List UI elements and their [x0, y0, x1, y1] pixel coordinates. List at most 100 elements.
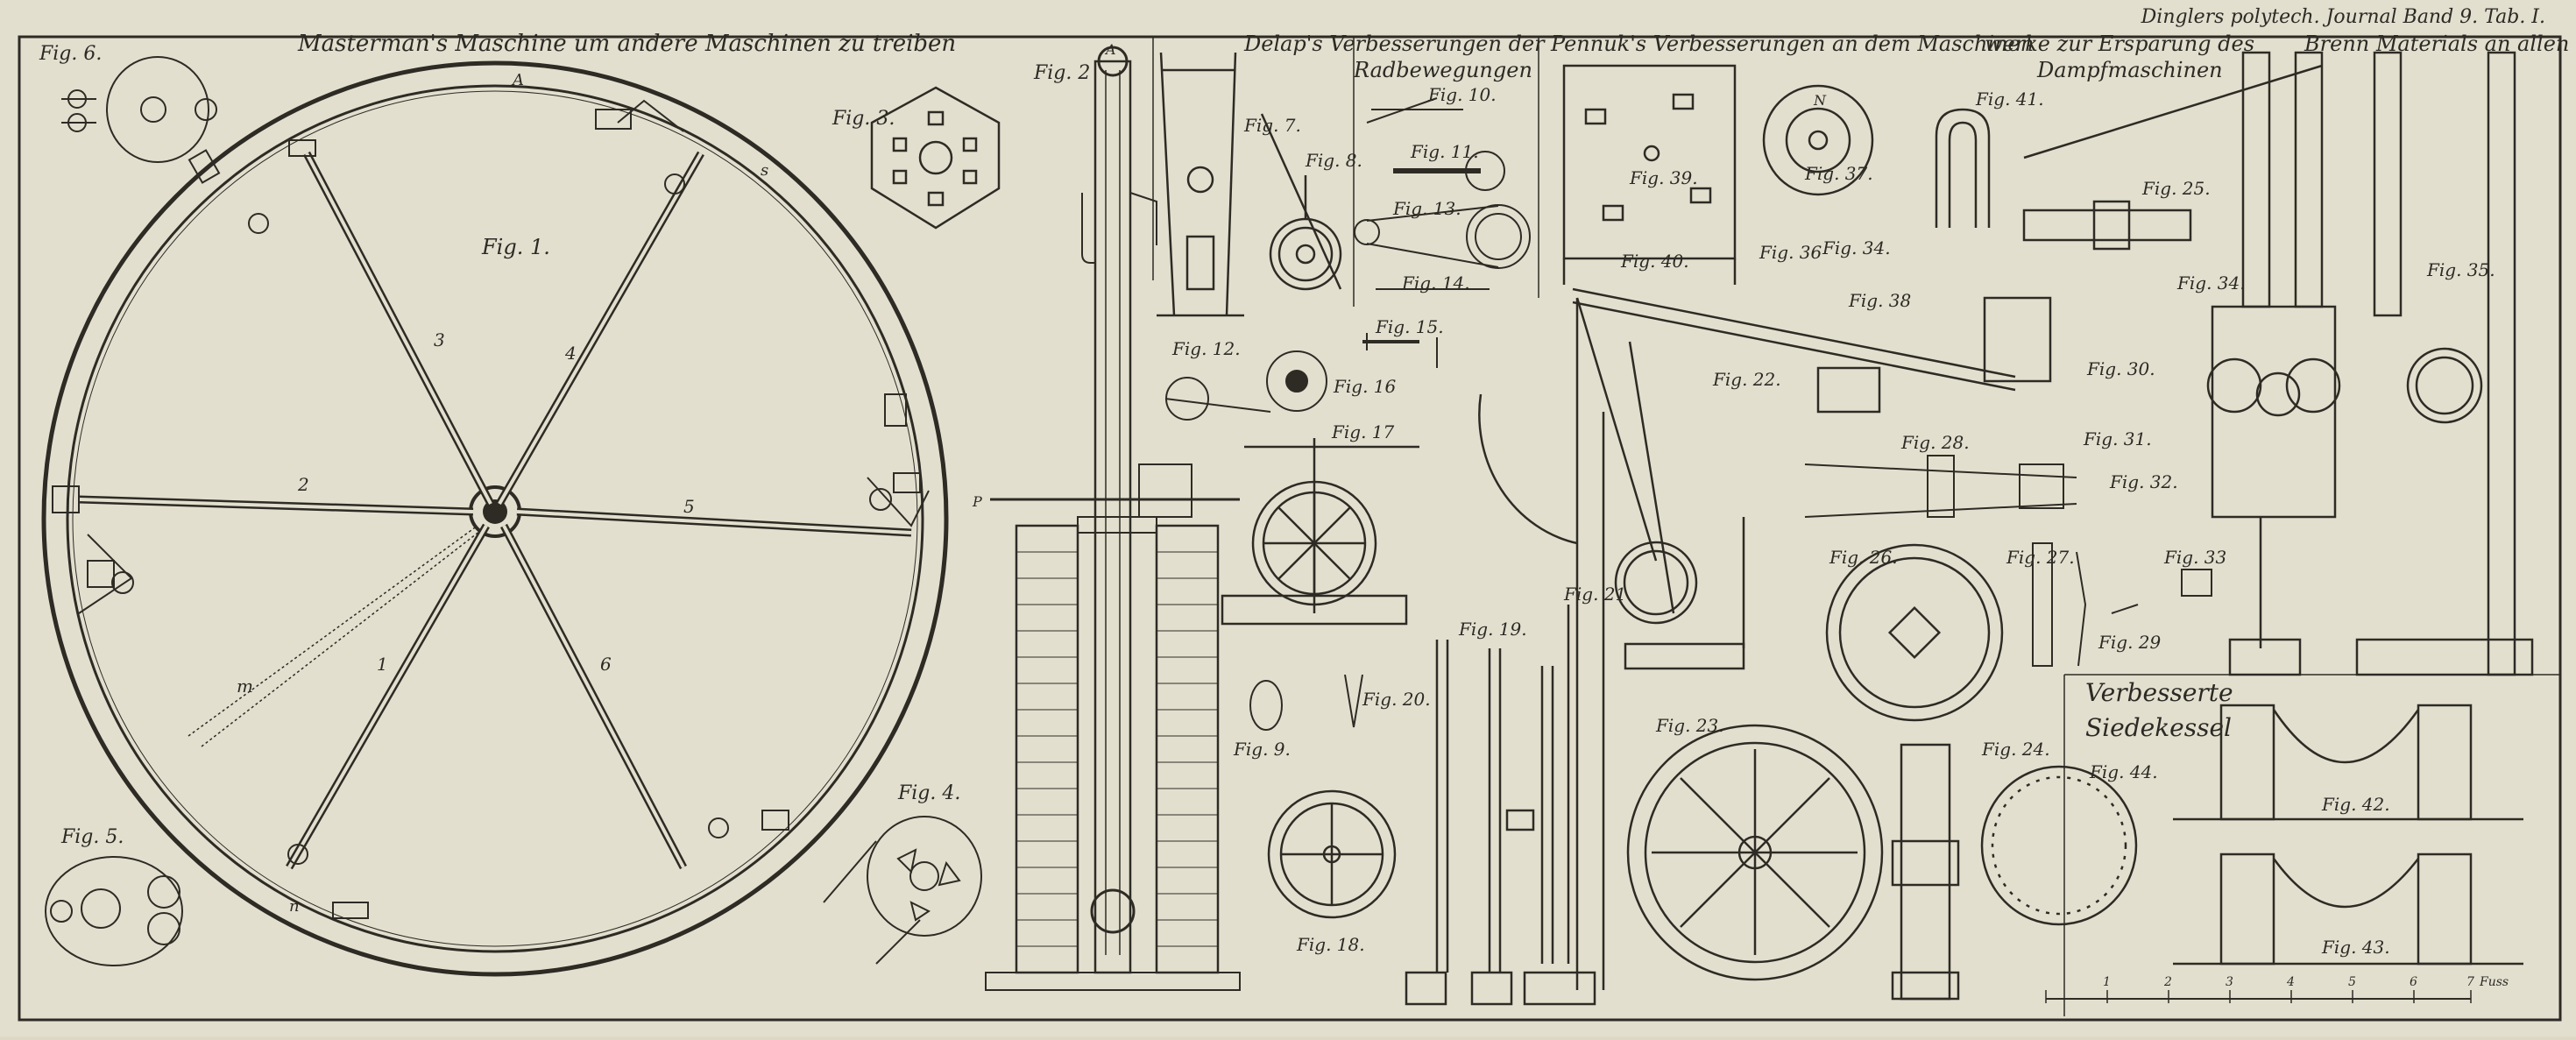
fig42-boiler-section	[2173, 704, 2523, 821]
fig35-column	[2355, 51, 2534, 676]
letter-label: n	[289, 897, 300, 916]
fig23-spoked-wheel	[1626, 724, 1884, 981]
fig20-label: Fig. 20.	[1362, 689, 1431, 710]
fig24-column	[1891, 743, 1960, 1001]
fig2-label: Fig. 2	[1033, 62, 1090, 84]
title-delap-2: Radbewegungen	[1353, 58, 1532, 82]
fig6-drum-assembly	[61, 56, 217, 163]
letter-label: m	[237, 676, 253, 697]
title-pennuk-2: werke zur Ersparung des	[1985, 32, 2254, 56]
fig4-cam-wheel	[823, 816, 982, 965]
fig44-label: Fig. 44.	[2089, 761, 2158, 782]
spoke-label: 3	[434, 329, 445, 350]
fig17-label: Fig. 17	[1331, 421, 1395, 442]
fig3-hexagonal-cam	[870, 86, 1001, 230]
journal-header: Dinglers polytech. Journal Band 9. Tab. …	[2141, 6, 2545, 28]
fig25-label: Fig. 25.	[2141, 178, 2211, 199]
title-pennuk-1: Pennuk's Verbesserungen an dem Maschinen	[1550, 32, 2034, 56]
fig39-furnace-door	[1562, 64, 1737, 285]
title-delap-1: Delap's Verbesserungen der	[1243, 32, 1546, 56]
fig18-flywheel	[1267, 789, 1397, 919]
fig18-label: Fig. 18.	[1296, 934, 1365, 955]
fig43-boiler-section	[2173, 853, 2523, 966]
fig34-label: Fig. 34.	[2176, 272, 2246, 294]
fig19-label: Fig. 19.	[1458, 619, 1527, 640]
fig34-gear-frame	[2206, 51, 2341, 676]
fig43-label: Fig. 43.	[2321, 937, 2390, 958]
spoke-label: 6	[600, 654, 612, 675]
title-pennuk-4: Dampfmaschinen	[2036, 58, 2223, 82]
fig25-shaft	[2022, 64, 2323, 251]
fig39-label: Fig. 39.	[1629, 167, 1698, 188]
scale-tick: 7	[2466, 975, 2474, 989]
fig10-fig13-parts	[1354, 97, 1531, 368]
scale-tick: 1	[2103, 975, 2111, 989]
fig41-u-bend	[1935, 108, 1991, 228]
fig22-beam-engine	[1478, 287, 2052, 990]
fig35-label: Fig. 35.	[2426, 259, 2495, 280]
fig29-label: Fig. 29	[2098, 632, 2162, 653]
spoke-label: 5	[683, 496, 695, 517]
fig24-label: Fig. 24.	[1981, 739, 2050, 760]
fig44-boiler-plan	[1980, 765, 2138, 926]
fig23-label: Fig. 23.	[1655, 715, 1724, 736]
title-masterman: Masterman's Maschine um andere Maschinen…	[297, 31, 956, 57]
fig30-label: Fig. 30.	[2086, 358, 2155, 379]
scale-tick: 6	[2410, 975, 2417, 989]
fig27-label: Fig. 27.	[2006, 547, 2075, 568]
fig33-label: Fig. 33	[2163, 547, 2226, 568]
scale-tick: 2	[2163, 975, 2172, 989]
letter-label: s	[761, 161, 768, 180]
fig34-label-small: Fig. 34.	[1822, 237, 1891, 258]
fig31-label: Fig. 31.	[2083, 428, 2152, 449]
fig9-fig20-fittings	[1249, 674, 1363, 731]
scale-tick: 5	[2348, 975, 2356, 989]
fig7-label: Fig. 7.	[1243, 115, 1301, 136]
fig5-gear-train	[45, 856, 183, 966]
fig2-brick-tower	[985, 46, 1241, 991]
fig17-wheel-frame	[1221, 438, 1419, 626]
spoke-label: 2	[297, 474, 309, 495]
fig22-label: Fig. 22.	[1712, 369, 1781, 390]
fig14-label: Fig. 14.	[1401, 272, 1470, 294]
fig1-great-wheel: Fig. 1. 3 4 2 5 1 6 A m n s	[41, 60, 949, 977]
fig8-label: Fig. 8.	[1305, 150, 1362, 171]
scale-tick: 3	[2226, 975, 2233, 989]
fig6-label: Fig. 6.	[39, 43, 102, 65]
fig5-label: Fig. 5.	[60, 826, 124, 848]
fig4-label: Fig. 4.	[897, 782, 960, 804]
letter-label: A	[511, 71, 524, 89]
fig10-label: Fig. 10.	[1427, 84, 1497, 105]
fig36-label: Fig. 36	[1759, 242, 1822, 263]
scale-unit: Fuss	[2479, 975, 2509, 989]
fig3-label: Fig. 3.	[832, 108, 895, 130]
fig13-label: Fig. 13.	[1392, 198, 1461, 219]
fig40-label: Fig. 40.	[1620, 251, 1689, 272]
fig28-linkage	[1804, 455, 2077, 518]
fig37-label: Fig. 37.	[1804, 163, 1873, 184]
scale-tick: 4	[2286, 975, 2295, 989]
fig38-label: Fig. 38	[1848, 290, 1911, 311]
fig26-grate-wheel	[1825, 543, 2004, 722]
fig19-fig21-pipes	[1405, 605, 1596, 1006]
fig12-fig16-wheels	[1164, 350, 1327, 421]
fig9-label: Fig. 9.	[1233, 739, 1291, 760]
fig42-label: Fig. 42.	[2321, 794, 2390, 815]
fig32-label: Fig. 32.	[2109, 471, 2178, 492]
plate-border	[18, 35, 2562, 1022]
fig11-label: Fig. 11.	[1410, 141, 1479, 162]
fig28-label: Fig. 28.	[1900, 432, 1970, 453]
fig41-label: Fig. 41.	[1975, 88, 2044, 110]
boiler-title-2: Siedekessel	[2085, 713, 2232, 742]
scale-bar: 1 2 3 4 5 6 7 Fuss	[2045, 975, 2509, 1003]
letter-label: N	[1813, 92, 1827, 109]
fig16-label: Fig. 16	[1333, 376, 1397, 397]
title-pennuk-3: Brenn Materials an allen	[2304, 32, 2569, 56]
fig37-grate-ring	[1762, 84, 1874, 196]
fig15-label: Fig. 15.	[1375, 316, 1444, 337]
spoke-label: 1	[377, 654, 388, 675]
spoke-label: 4	[564, 343, 577, 364]
fig7-fig8-frame	[1157, 52, 1342, 317]
fig12-label: Fig. 12.	[1171, 338, 1241, 359]
